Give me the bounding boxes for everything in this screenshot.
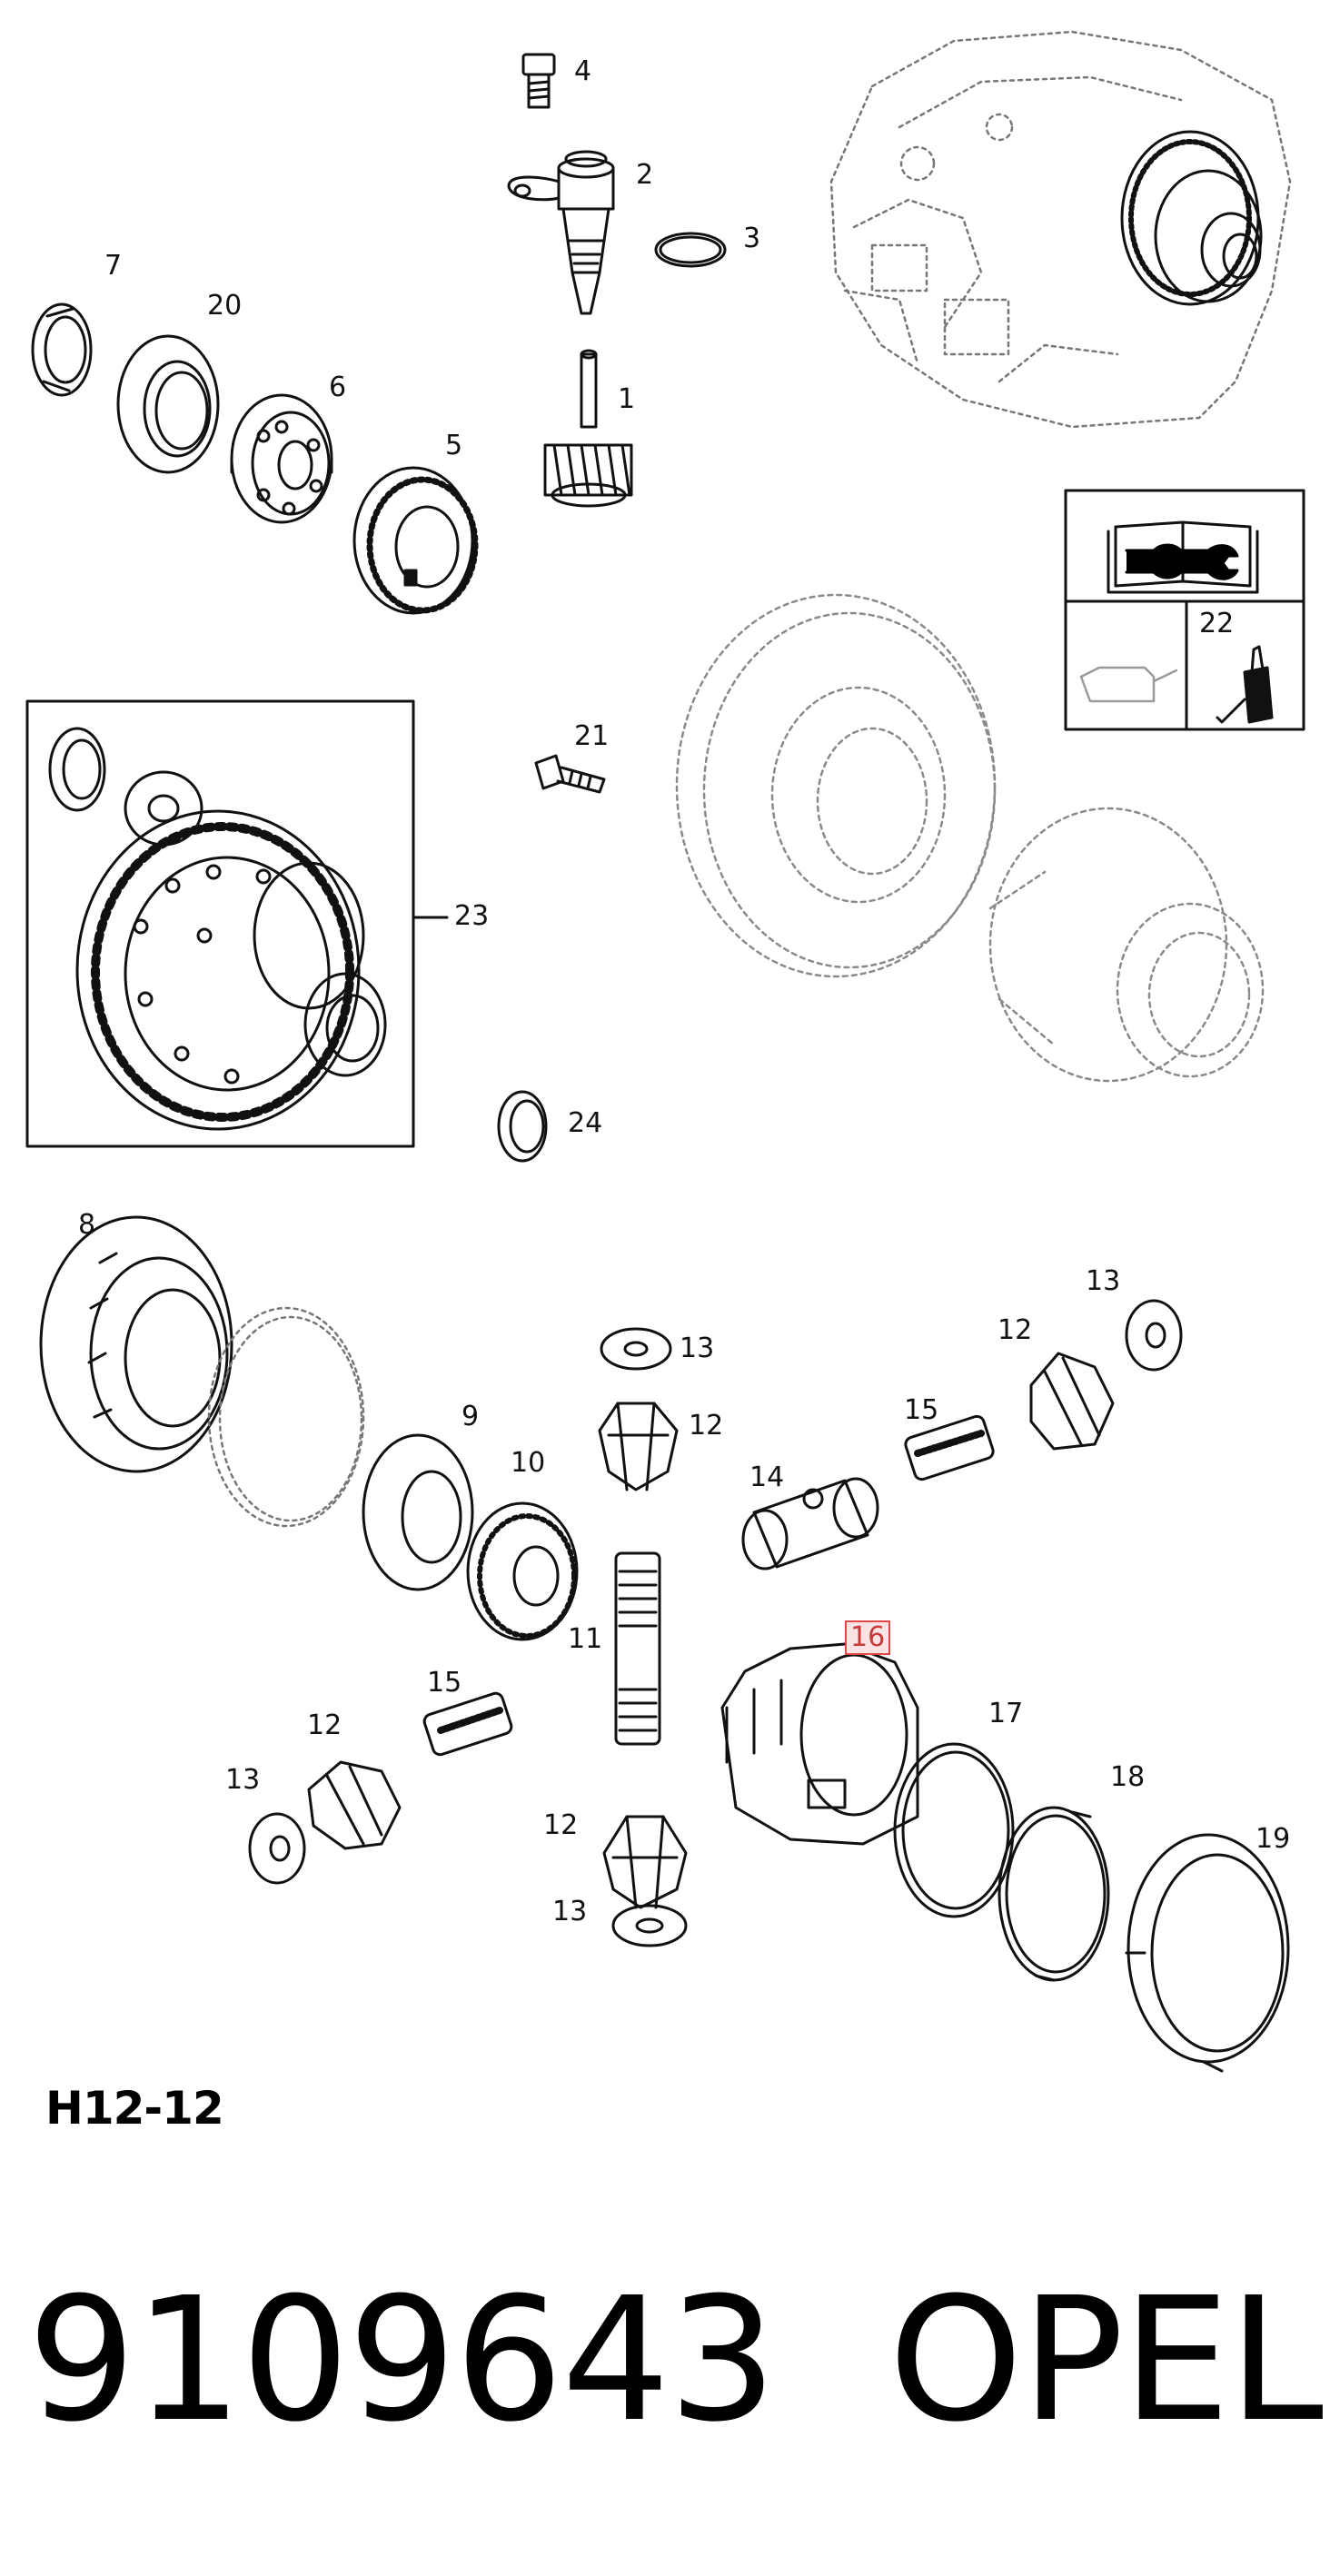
bolt-4 [521, 53, 556, 109]
pinion-gear-12c [307, 1760, 402, 1850]
thrust-washer-13a [600, 1327, 672, 1371]
service-info-box [1064, 489, 1305, 731]
o-ring-ghost [207, 1306, 365, 1528]
thrust-washer-9 [362, 1433, 474, 1591]
callout-21: 21 [574, 720, 610, 752]
bolt-21 [534, 754, 606, 794]
helical-gear-5 [352, 466, 479, 615]
bearing-6 [230, 393, 333, 524]
transmission-housing-ghost [829, 30, 1292, 429]
thrust-washer-13c [248, 1812, 306, 1885]
bearing-8 [39, 1215, 233, 1473]
seal-24 [497, 1090, 548, 1163]
diagram-code: H12-12 [45, 2082, 224, 2135]
callout-12: 12 [307, 1709, 342, 1741]
callout-13: 13 [1086, 1265, 1121, 1297]
washer-20 [116, 334, 220, 474]
callout-17: 17 [988, 1698, 1024, 1729]
side-gear-10 [466, 1501, 579, 1641]
callout-11: 11 [568, 1623, 603, 1655]
differential-case-ghost [988, 807, 1265, 1083]
callout-14: 14 [749, 1461, 785, 1493]
diff-case-16 [720, 1642, 919, 1846]
callout-12: 12 [998, 1314, 1033, 1346]
housing-ring-gear [1120, 130, 1263, 306]
callout-18: 18 [1110, 1761, 1146, 1793]
drive-pinion-1 [543, 349, 633, 508]
callout-13: 13 [225, 1764, 261, 1796]
callout-12: 12 [543, 1809, 579, 1841]
callout-2: 2 [636, 159, 654, 191]
callout-7: 7 [104, 250, 123, 282]
pinion-gear-12d [602, 1815, 688, 1909]
thrust-washer-13d [611, 1904, 688, 1947]
callout-9: 9 [462, 1401, 480, 1432]
part-number: 9109643 [27, 2261, 777, 2460]
seal-7 [31, 302, 93, 397]
callout-20: 20 [207, 290, 243, 322]
o-ring-3 [654, 232, 727, 268]
callout-12: 12 [689, 1410, 724, 1442]
ring-gear-ghost [675, 593, 997, 978]
speedo-housing-2 [507, 150, 615, 315]
callout-1: 1 [618, 383, 636, 415]
cross-shaft-11 [614, 1551, 661, 1746]
ring-19 [1125, 1833, 1290, 2073]
callout-13: 13 [552, 1896, 588, 1927]
callout-23: 23 [454, 900, 490, 932]
differential-assembly-box [25, 699, 449, 1148]
callout-4: 4 [574, 55, 592, 87]
pin-15b [422, 1691, 513, 1757]
callout-8: 8 [78, 1209, 96, 1241]
spacer-14 [741, 1477, 879, 1570]
callout-16-highlighted[interactable]: 16 [845, 1620, 891, 1655]
pinion-gear-12b [1029, 1352, 1115, 1451]
callout-5: 5 [445, 430, 463, 461]
callout-24: 24 [568, 1107, 603, 1139]
snap-ring-18 [998, 1806, 1110, 1982]
pinion-gear-12a [598, 1402, 679, 1491]
brand-name: OPEL [888, 2261, 1324, 2460]
callout-10: 10 [511, 1447, 546, 1479]
callout-13: 13 [680, 1333, 715, 1364]
callout-19: 19 [1256, 1823, 1291, 1855]
callout-3: 3 [743, 223, 761, 254]
pin-15a [904, 1414, 995, 1481]
thrust-washer-13b [1125, 1299, 1183, 1372]
callout-15: 15 [427, 1667, 462, 1699]
callout-22: 22 [1199, 608, 1235, 639]
callout-15: 15 [904, 1394, 939, 1426]
callout-6: 6 [329, 372, 347, 403]
ring-17 [893, 1742, 1015, 1918]
